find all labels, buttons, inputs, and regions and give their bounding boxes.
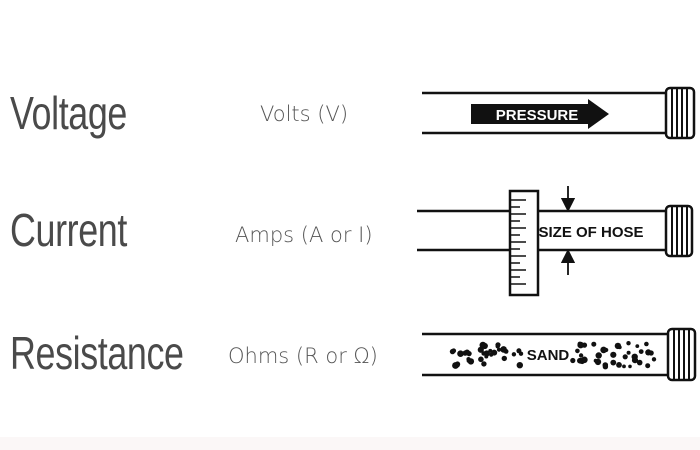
sand-grain (464, 349, 470, 356)
sand-grain (648, 350, 654, 356)
sand-grain (500, 346, 507, 353)
current-hose: SIZE OF HOSE (417, 186, 694, 297)
sand-grain (481, 351, 486, 356)
hose-fitting (664, 86, 696, 140)
sand-grain (622, 364, 626, 369)
sand-grain (617, 345, 622, 350)
sand-particles-icon (449, 341, 524, 369)
sand-grain (651, 357, 657, 362)
hose-fitting (664, 204, 694, 258)
sand-grain (638, 349, 644, 354)
sand-grain (602, 364, 609, 370)
sand-grain (478, 356, 484, 363)
term-voltage: Voltage (10, 87, 127, 139)
size-of-hose-label: SIZE OF HOSE (538, 224, 643, 241)
resistance-hose: SAND (422, 327, 697, 382)
sand-grain (578, 353, 584, 358)
sand-grain (501, 355, 507, 362)
sand-grain (455, 363, 460, 368)
sand-grain (577, 341, 582, 346)
sand-grain (591, 341, 597, 347)
sand-grain (645, 363, 651, 369)
sand-grain (457, 350, 464, 358)
sand-grain (516, 362, 523, 369)
sand-grain (491, 349, 498, 356)
sand-grain (616, 362, 622, 368)
sand-particles-icon (570, 341, 657, 370)
sand-grain (622, 354, 628, 360)
sand-grain (495, 344, 500, 349)
sand-grain (449, 348, 456, 355)
unit-resistance: Ohms (R or Ω) (228, 344, 378, 368)
sand-grain (610, 359, 617, 366)
sand-grain (575, 348, 580, 354)
sand-grain (610, 351, 617, 358)
ruler-icon (508, 189, 540, 297)
sand-grain (467, 358, 475, 365)
sand-grain (481, 342, 488, 350)
sand-grain (593, 358, 598, 363)
unit-voltage: Volts (V) (260, 102, 349, 126)
sand-grain (631, 357, 639, 364)
sand-grain (570, 357, 576, 364)
sand-label: SAND (527, 347, 570, 364)
pressure-arrow-icon (471, 99, 609, 129)
sand-grain (516, 348, 522, 354)
term-resistance: Resistance (10, 327, 184, 379)
hose-fitting (666, 327, 697, 382)
sand-grain (496, 347, 502, 352)
sand-grain (600, 346, 607, 354)
sand-grain (481, 361, 487, 367)
sand-grain (511, 352, 517, 357)
term-current: Current (10, 204, 127, 256)
pressure-label: PRESSURE (496, 107, 579, 124)
footer-band (0, 437, 700, 450)
sand-grain (582, 358, 586, 362)
sand-grain (628, 364, 632, 369)
sand-grain (595, 352, 602, 359)
sand-grain (644, 341, 649, 347)
voltage-hose: PRESSURE (422, 86, 696, 140)
unit-current: Amps (A or I) (235, 223, 373, 247)
sand-grain (626, 350, 631, 355)
sand-grain (635, 344, 640, 348)
sand-grain (626, 341, 631, 346)
sand-grain (636, 359, 643, 366)
